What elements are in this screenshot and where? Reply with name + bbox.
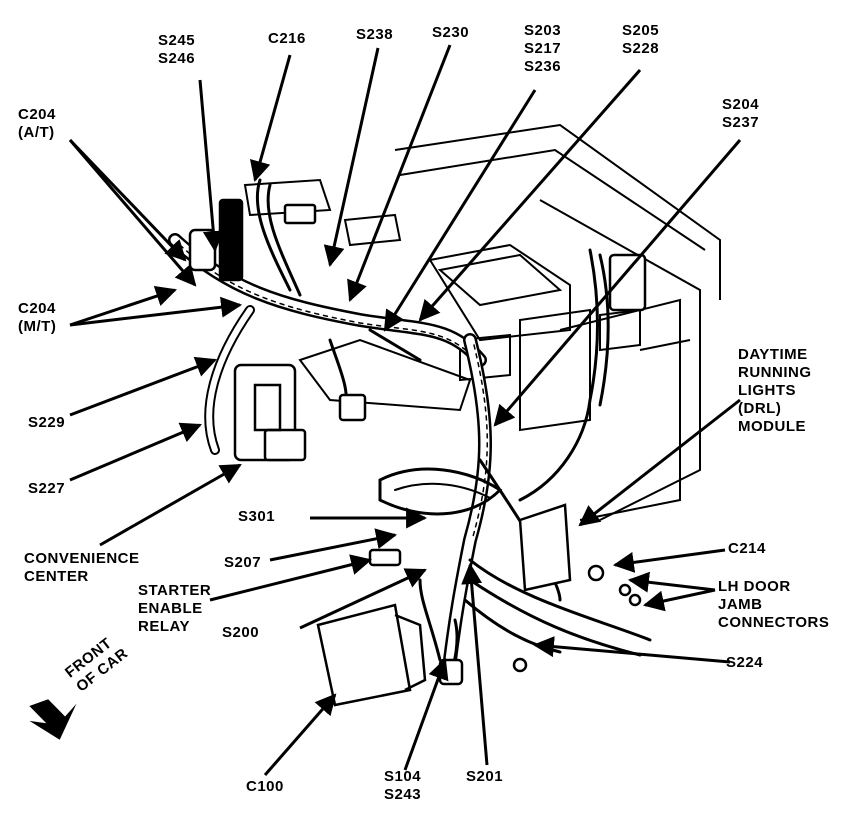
label-c204-mt-variant: (M/T) xyxy=(18,318,57,335)
front-of-car-arrow xyxy=(29,699,77,740)
label-c214-text: C214 xyxy=(728,540,766,557)
label-s104: S104 xyxy=(384,768,422,785)
label-lhdoor-line1: LH DOOR xyxy=(718,578,791,595)
label-c216-text: C216 xyxy=(268,30,306,47)
label-c100-text: C100 xyxy=(246,778,284,795)
label-s227-text: S227 xyxy=(28,480,66,497)
label-c204-mt-code: C204 xyxy=(18,300,56,317)
label-c204-mt: C204 (M/T) xyxy=(18,300,56,336)
label-s236: S236 xyxy=(524,58,562,75)
c100-connector-body xyxy=(316,603,412,707)
label-s243: S243 xyxy=(384,786,422,803)
label-drl-line2: RUNNING xyxy=(738,364,812,381)
label-s205: S205 xyxy=(622,22,660,39)
label-s104-s243: S104 S243 xyxy=(384,768,421,804)
label-s200-text: S200 xyxy=(222,624,260,641)
components xyxy=(188,198,647,707)
label-s230-text: S230 xyxy=(432,24,470,41)
drl-module-box xyxy=(518,503,572,592)
label-s205-s228: S205 S228 xyxy=(622,22,659,58)
label-s203-s217-s236: S203 S217 S236 xyxy=(524,22,561,76)
label-s201: S201 xyxy=(466,768,503,786)
label-drl-line4: (DRL) xyxy=(738,400,782,417)
label-drl-line5: MODULE xyxy=(738,418,806,435)
label-starter-line1: STARTER xyxy=(138,582,212,599)
dashboard-outline xyxy=(243,123,721,521)
label-s217: S217 xyxy=(524,40,562,57)
label-s246: S246 xyxy=(158,50,196,67)
label-s245-s246: S245 S246 xyxy=(158,32,195,68)
label-c216: C216 xyxy=(268,30,306,48)
label-c204-at: C204 (A/T) xyxy=(18,106,56,142)
label-s230: S230 xyxy=(432,24,469,42)
label-s204: S204 xyxy=(722,96,760,113)
label-convenience-line2: CENTER xyxy=(24,568,89,585)
label-s238: S238 xyxy=(356,26,393,44)
label-convenience-line1: CONVENIENCE xyxy=(24,550,140,567)
label-c214: C214 xyxy=(728,540,766,558)
label-s228: S228 xyxy=(622,40,660,57)
label-s224: S224 xyxy=(726,654,763,672)
label-c204-at-code: C204 xyxy=(18,106,56,123)
label-starter-line2: ENABLE xyxy=(138,600,203,617)
label-s237: S237 xyxy=(722,114,760,131)
label-drl-line3: LIGHTS xyxy=(738,382,796,399)
label-starter-line3: RELAY xyxy=(138,618,190,635)
label-s227: S227 xyxy=(28,480,65,498)
label-lhdoor-line2: JAMB xyxy=(718,596,763,613)
label-s224-text: S224 xyxy=(726,654,764,671)
label-drl-module: DAYTIME RUNNING LIGHTS (DRL) MODULE xyxy=(738,346,812,436)
leader-lines xyxy=(68,44,742,776)
label-s301-text: S301 xyxy=(238,508,276,525)
label-starter-enable-relay: STARTER ENABLE RELAY xyxy=(138,582,211,636)
label-c204-at-variant: (A/T) xyxy=(18,124,55,141)
label-s204-s237: S204 S237 xyxy=(722,96,759,132)
label-s229: S229 xyxy=(28,414,65,432)
label-s245: S245 xyxy=(158,32,196,49)
label-lh-door-jamb-connectors: LH DOOR JAMB CONNECTORS xyxy=(718,578,829,632)
label-s203: S203 xyxy=(524,22,562,39)
label-s207-text: S207 xyxy=(224,554,262,571)
label-s207: S207 xyxy=(224,554,261,572)
label-c100: C100 xyxy=(246,778,284,796)
label-s238-text: S238 xyxy=(356,26,394,43)
label-drl-line1: DAYTIME xyxy=(738,346,808,363)
label-s301: S301 xyxy=(238,508,275,526)
label-s201-text: S201 xyxy=(466,768,504,785)
label-s229-text: S229 xyxy=(28,414,66,431)
label-convenience-center: CONVENIENCE CENTER xyxy=(24,550,140,586)
label-s200: S200 xyxy=(222,624,259,642)
label-lhdoor-line3: CONNECTORS xyxy=(718,614,830,631)
